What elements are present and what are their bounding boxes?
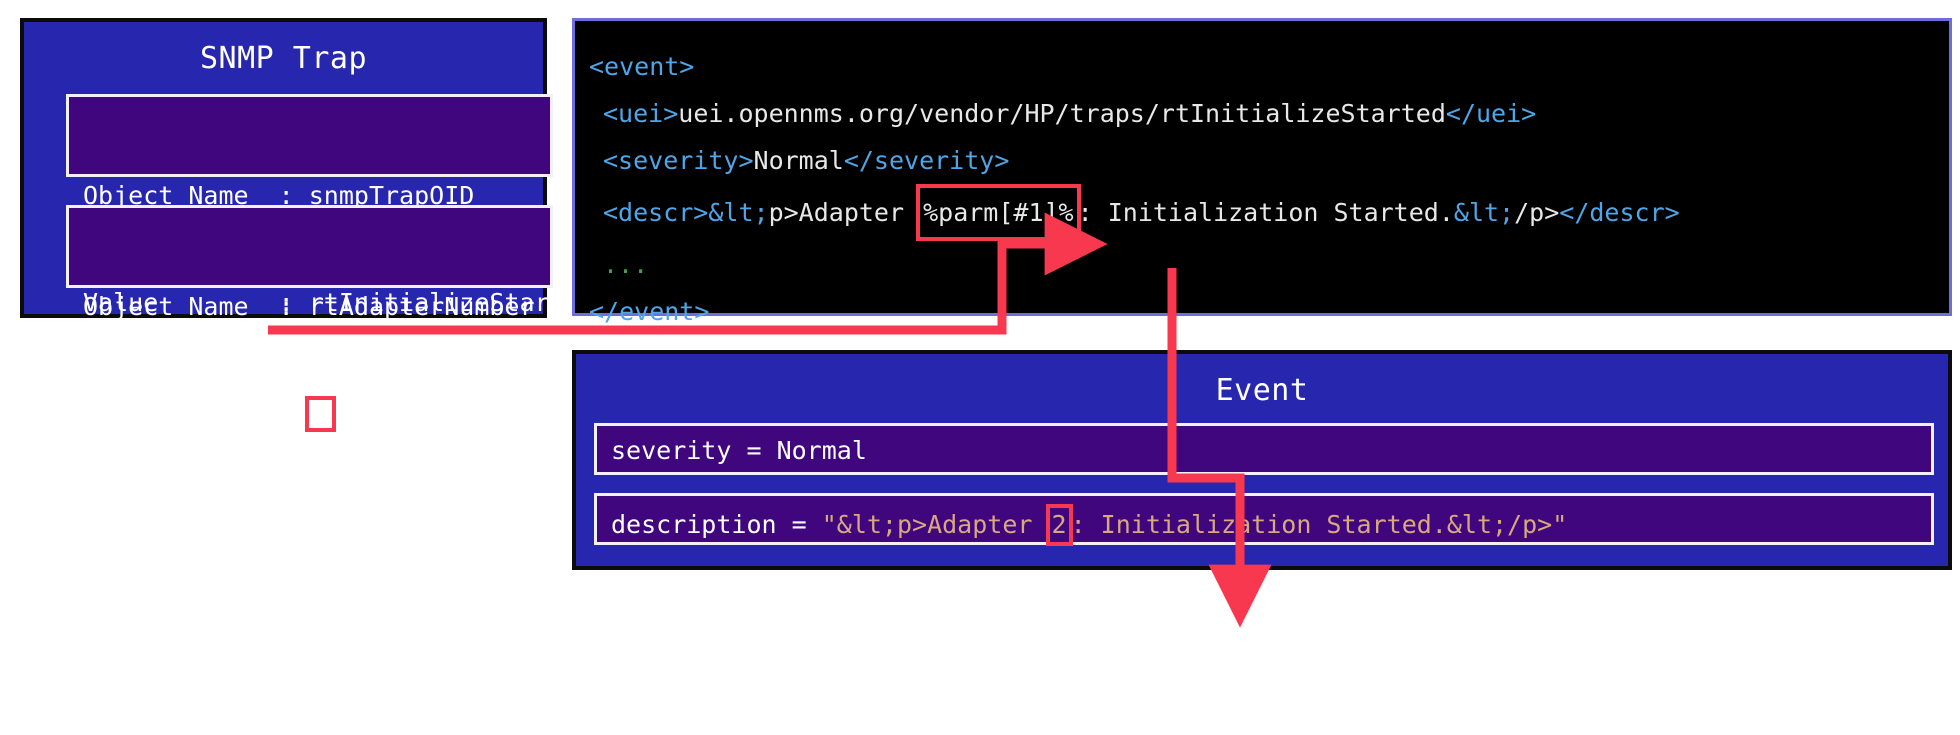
xml-tag-token: </descr> [1559, 198, 1680, 227]
xml-txt-token: p>Adapter [768, 198, 920, 227]
xml-tag-token: <uei> [603, 99, 679, 128]
xml-tag-token: </event> [589, 297, 710, 326]
snmp-object-name-line: Object Name: rtAdapterNumber [83, 289, 536, 325]
snmp-value-line: Value:2 [83, 395, 536, 433]
snmp-colon: : [278, 292, 294, 321]
event-field-row: description = "&lt;p>Adapter 2: Initiali… [594, 493, 1934, 546]
xml-ent-token: &lt; [1453, 198, 1515, 227]
event-panel: Event severity = Normal description = "&… [572, 350, 1952, 570]
xml-line-uei: <uei>uei.opennms.org/vendor/HP/traps/rtI… [589, 90, 1949, 137]
xml-tag-token: <event> [589, 52, 695, 81]
snmp-colon: : [278, 398, 294, 428]
xml-txt-token: : Initialization Started. [1077, 198, 1454, 227]
snmp-trap-title: SNMP Trap [199, 41, 368, 76]
xml-line-event-open: <event> [589, 43, 1949, 90]
snmp-object-name-label: Object Name [83, 292, 249, 321]
snmp-varbind-row: Object Name:rtAdapterNumber Value:2 [66, 205, 553, 433]
xml-txt-token: uei.opennms.org/vendor/HP/traps/rtInitia… [678, 99, 1446, 128]
substituted-parm-highlight: 2 [1045, 504, 1073, 546]
xml-txt-token: /p> [1514, 198, 1560, 227]
snmp-highlighted-value: 2 [304, 395, 336, 433]
xml-comment-token: ... [603, 250, 649, 279]
xml-txt-token: Normal [753, 146, 844, 175]
parm-placeholder-highlight: %parm[#1]% [916, 184, 1081, 241]
event-string-token: "&lt;p>Adapter [821, 510, 1048, 539]
xml-line-ellipsis: ... [589, 241, 1949, 288]
event-plain-token: description = [611, 510, 822, 539]
snmp-varbind-row: Object Name:snmpTrapOID Value:rtInitiali… [66, 94, 595, 317]
event-title: Event [1215, 373, 1309, 408]
snmp-value-label: Value [83, 287, 159, 317]
event-xml-definition-panel: <event> <uei>uei.opennms.org/vendor/HP/tr… [572, 18, 1952, 326]
event-field-row: severity = Normal [594, 423, 1934, 475]
xml-tag-token: </severity> [843, 146, 1010, 175]
xml-code-lines: <event> <uei>uei.opennms.org/vendor/HP/tr… [589, 43, 1949, 335]
xml-line-descr: <descr>&lt;p>Adapter %parm[#1]%: Initial… [589, 184, 1949, 241]
xml-line-event-close: </event> [589, 288, 1949, 335]
xml-tag-token: </uei> [1445, 99, 1537, 128]
snmp-trap-panel: SNMP Trap Object Name:snmpTrapOID Value:… [20, 18, 595, 433]
xml-tag-token: <descr> [603, 198, 709, 227]
snmp-value-label: Value [83, 398, 159, 428]
xml-tag-token: <severity> [603, 146, 754, 175]
event-string-token: : Initialization Started.&lt;/p>" [1070, 510, 1568, 539]
xml-line-severity: <severity>Normal</severity> [589, 137, 1949, 184]
xml-ent-token: &lt; [708, 198, 769, 227]
snmp-object-name-value: rtAdapterNumber [308, 292, 535, 321]
snmp-colon: : [278, 181, 294, 210]
event-plain-token: severity = Normal [611, 436, 867, 465]
